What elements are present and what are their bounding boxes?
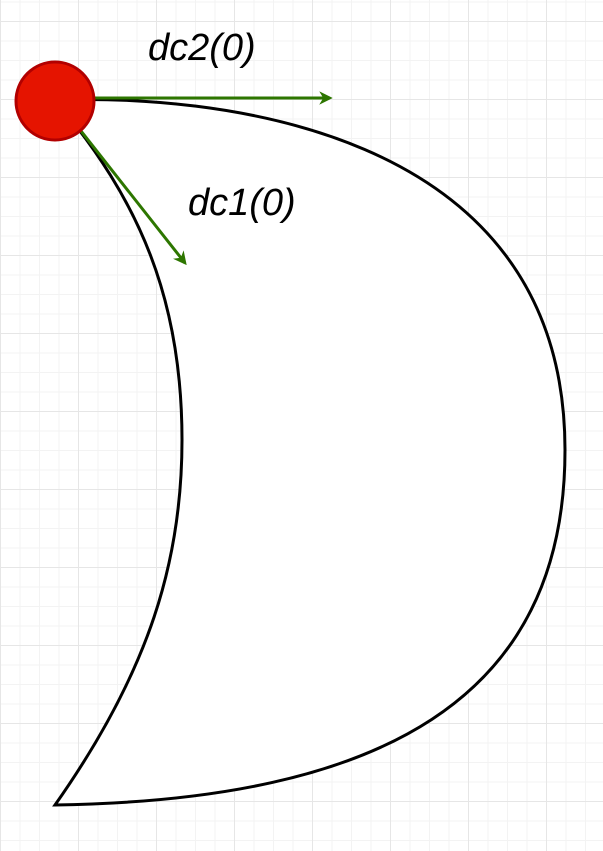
crescent-shape[interactable] — [51, 97, 567, 807]
start-point[interactable] — [14, 60, 96, 142]
dc2-label: dc2(0) — [148, 27, 256, 69]
dc1-label: dc1(0) — [188, 182, 296, 224]
